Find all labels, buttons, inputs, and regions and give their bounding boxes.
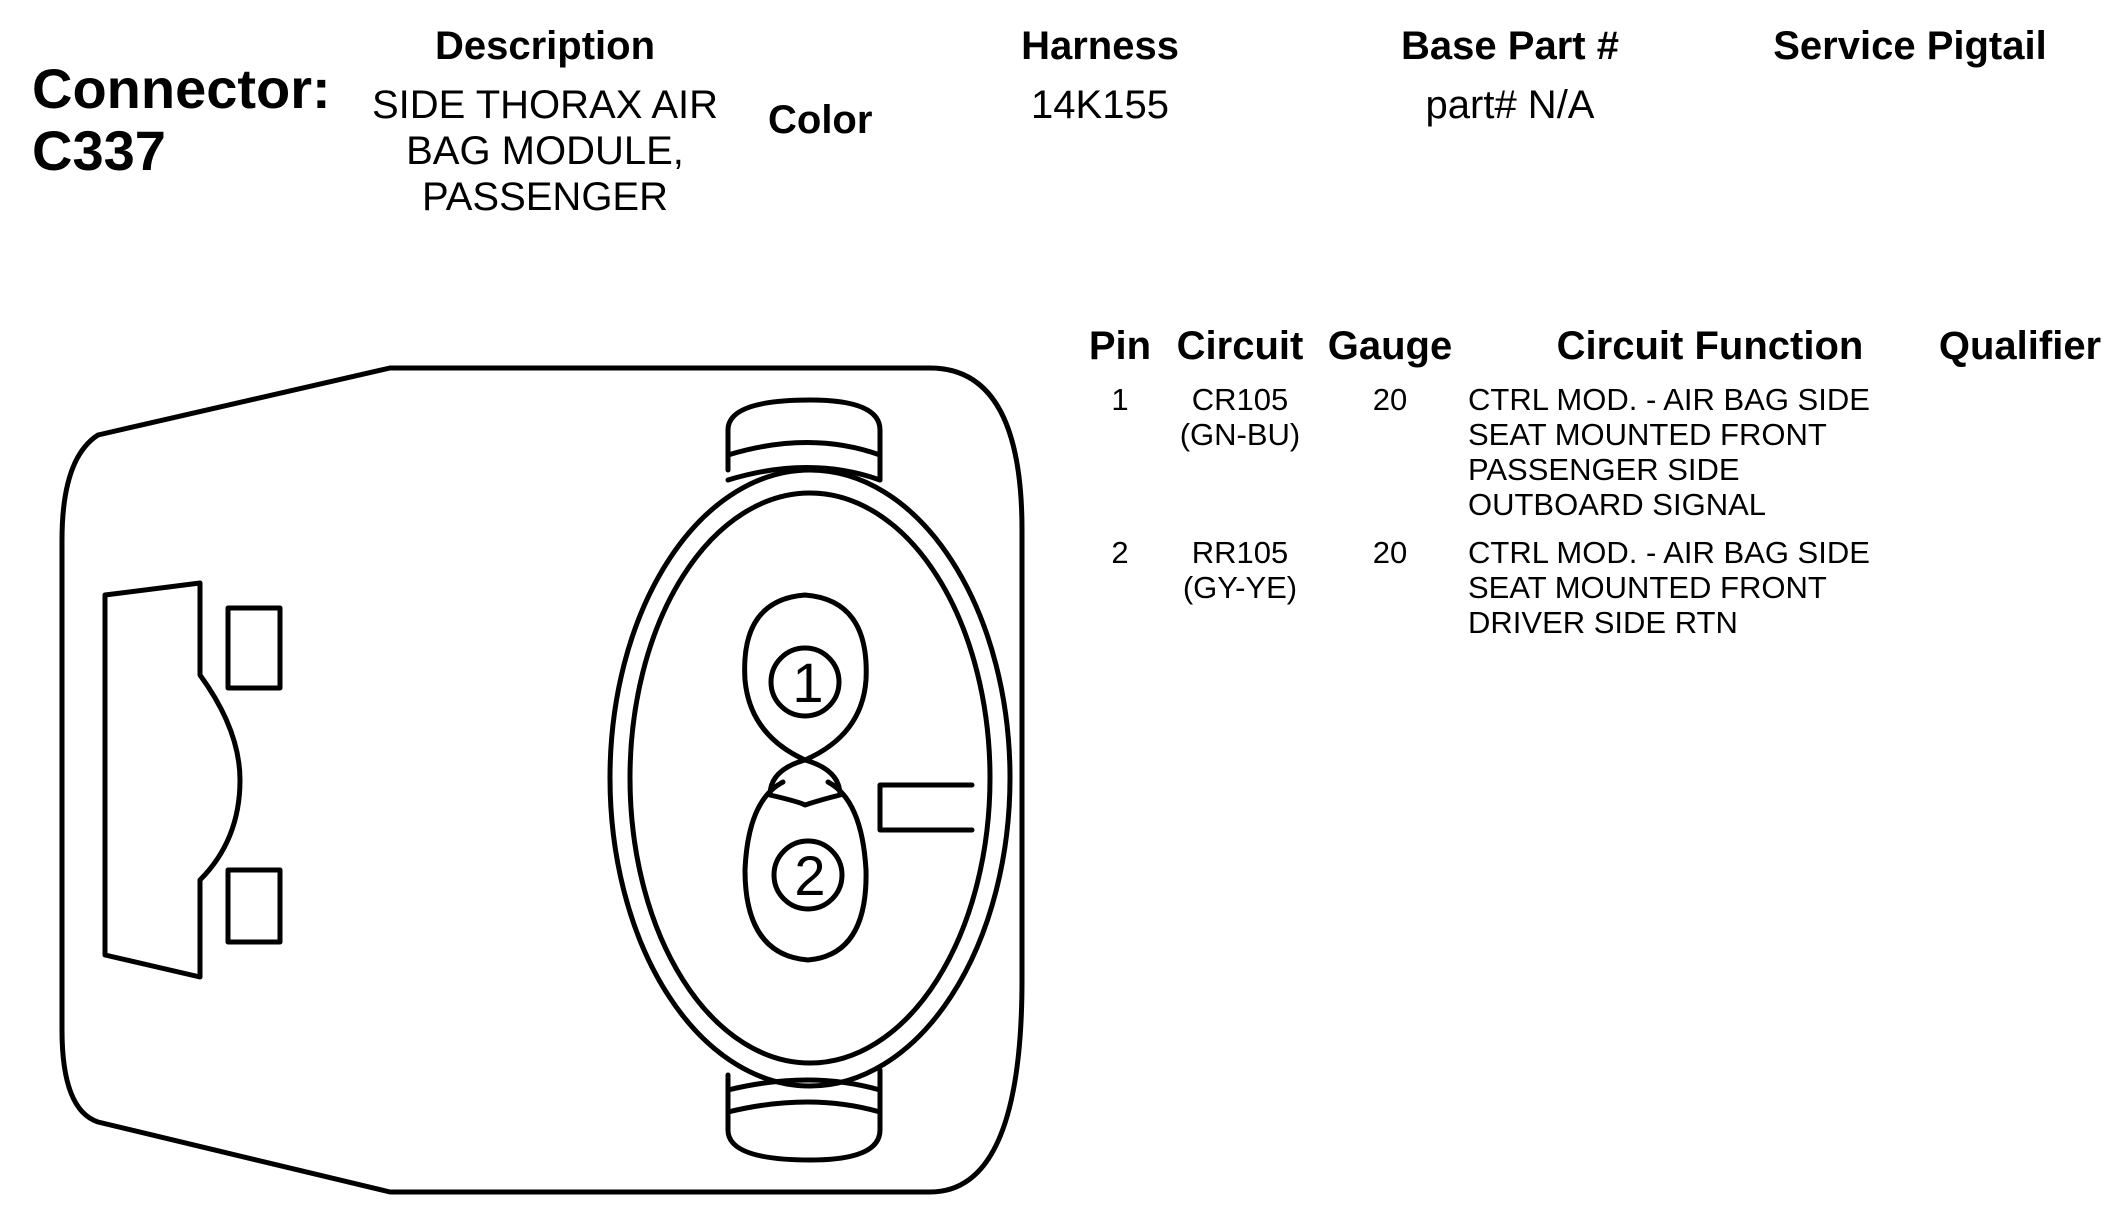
circuit-code: CR105 (GN-BU) <box>1179 382 1301 452</box>
pin-number: 2 <box>1111 535 1129 570</box>
latch-outline <box>102 580 243 980</box>
connector-face-diagram: 1 2 <box>59 365 1025 1195</box>
column-header-gauge: Gauge <box>1327 324 1453 368</box>
connector-id: C337 <box>32 119 166 182</box>
circuit-function: CTRL MOD. - AIR BAG SIDE SEAT MOUNTED FR… <box>1468 535 1870 640</box>
housing-outline <box>59 365 1025 1195</box>
base-part-label: Base Part # <box>1401 24 1619 68</box>
bottom-clip <box>725 1067 883 1163</box>
harness-label: Harness <box>1021 24 1179 68</box>
terminal-cavity <box>742 592 869 808</box>
circuit-code: RR105 (GY-YE) <box>1182 535 1298 605</box>
base-part-value: part# N/A <box>1425 83 1595 127</box>
color-label: Color <box>768 98 873 142</box>
connector-face-outer <box>607 467 1013 1089</box>
column-header-pin: Pin <box>1088 324 1152 368</box>
latch-tab-upper <box>225 605 283 691</box>
column-header-circuit: Circuit <box>1176 324 1304 368</box>
description-value: SIDE THORAX AIR BAG MODULE, PASSENGER <box>371 83 718 219</box>
connector-face-inner <box>627 490 993 1066</box>
gauge-value: 20 <box>1372 382 1408 417</box>
column-header-circuit-function: Circuit Function <box>1556 324 1864 368</box>
service-pigtail-label: Service Pigtail <box>1773 24 2047 68</box>
pin-1-label: 1 <box>792 651 823 714</box>
circuit-function: CTRL MOD. - AIR BAG SIDE SEAT MOUNTED FR… <box>1468 382 1870 522</box>
column-header-qualifier: Qualifier <box>1938 324 2102 368</box>
latch-tab-lower <box>225 867 283 945</box>
connector-label: Connector: <box>32 57 331 120</box>
harness-value: 14K155 <box>1031 83 1169 127</box>
pin-2-terminal <box>771 838 845 912</box>
gauge-value: 20 <box>1372 535 1408 570</box>
pin-2-label: 2 <box>794 844 825 907</box>
description-label: Description <box>434 24 656 68</box>
pin-number: 1 <box>1111 382 1129 417</box>
pin-1-terminal <box>768 645 842 719</box>
polarizing-key <box>877 782 975 833</box>
